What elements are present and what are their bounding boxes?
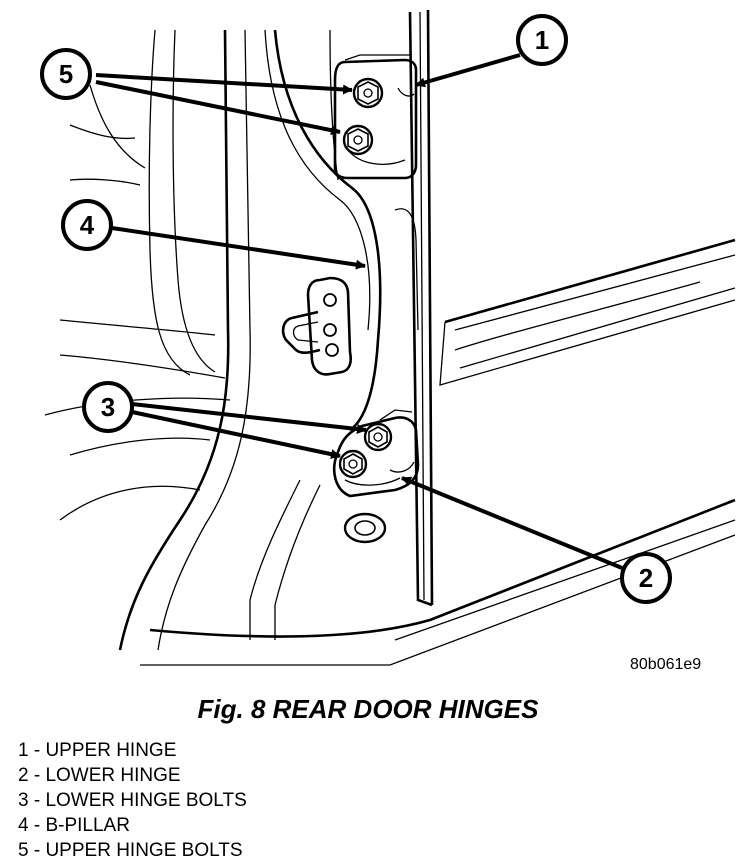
- callout-2: 2: [620, 552, 672, 604]
- figure-code: 80b061e9: [630, 656, 702, 673]
- callout-5: 5: [40, 48, 92, 100]
- rocker-trim: [439, 238, 736, 386]
- lower-hinge-bolt: [363, 422, 393, 452]
- upper-hinge-bolt: [352, 77, 384, 109]
- upper-hinge: [333, 54, 418, 180]
- callout-number: 5: [59, 59, 73, 89]
- leader-lines: [95, 53, 623, 570]
- upper-hinge-bolt: [342, 124, 374, 156]
- legend-item: 4 - B-PILLAR: [18, 815, 130, 836]
- legend: 1 - UPPER HINGE 2 - LOWER HINGE 3 - LOWE…: [18, 738, 247, 863]
- door-hinge-illustration: 1 2 3 4 5: [40, 9, 736, 666]
- door-striker: [281, 276, 353, 376]
- callout-number: 3: [101, 392, 115, 422]
- callout-number: 1: [535, 25, 549, 55]
- lower-hinge-bolt: [338, 449, 368, 479]
- legend-item: 1 - UPPER HINGE: [18, 740, 177, 761]
- callout-4: 4: [61, 199, 113, 251]
- vehicle-body-panels: [44, 29, 736, 666]
- callout-1: 1: [516, 14, 568, 66]
- callout-number: 4: [80, 210, 95, 240]
- callout-number: 2: [639, 563, 653, 593]
- callout-3: 3: [82, 381, 134, 433]
- legend-item: 2 - LOWER HINGE: [18, 765, 181, 786]
- legend-item: 5 - UPPER HINGE BOLTS: [18, 840, 243, 861]
- legend-item: 3 - LOWER HINGE BOLTS: [18, 790, 247, 811]
- door-edge: [394, 9, 434, 607]
- figure-title: Fig. 8 REAR DOOR HINGES: [197, 694, 539, 724]
- body-grommet: [343, 512, 387, 544]
